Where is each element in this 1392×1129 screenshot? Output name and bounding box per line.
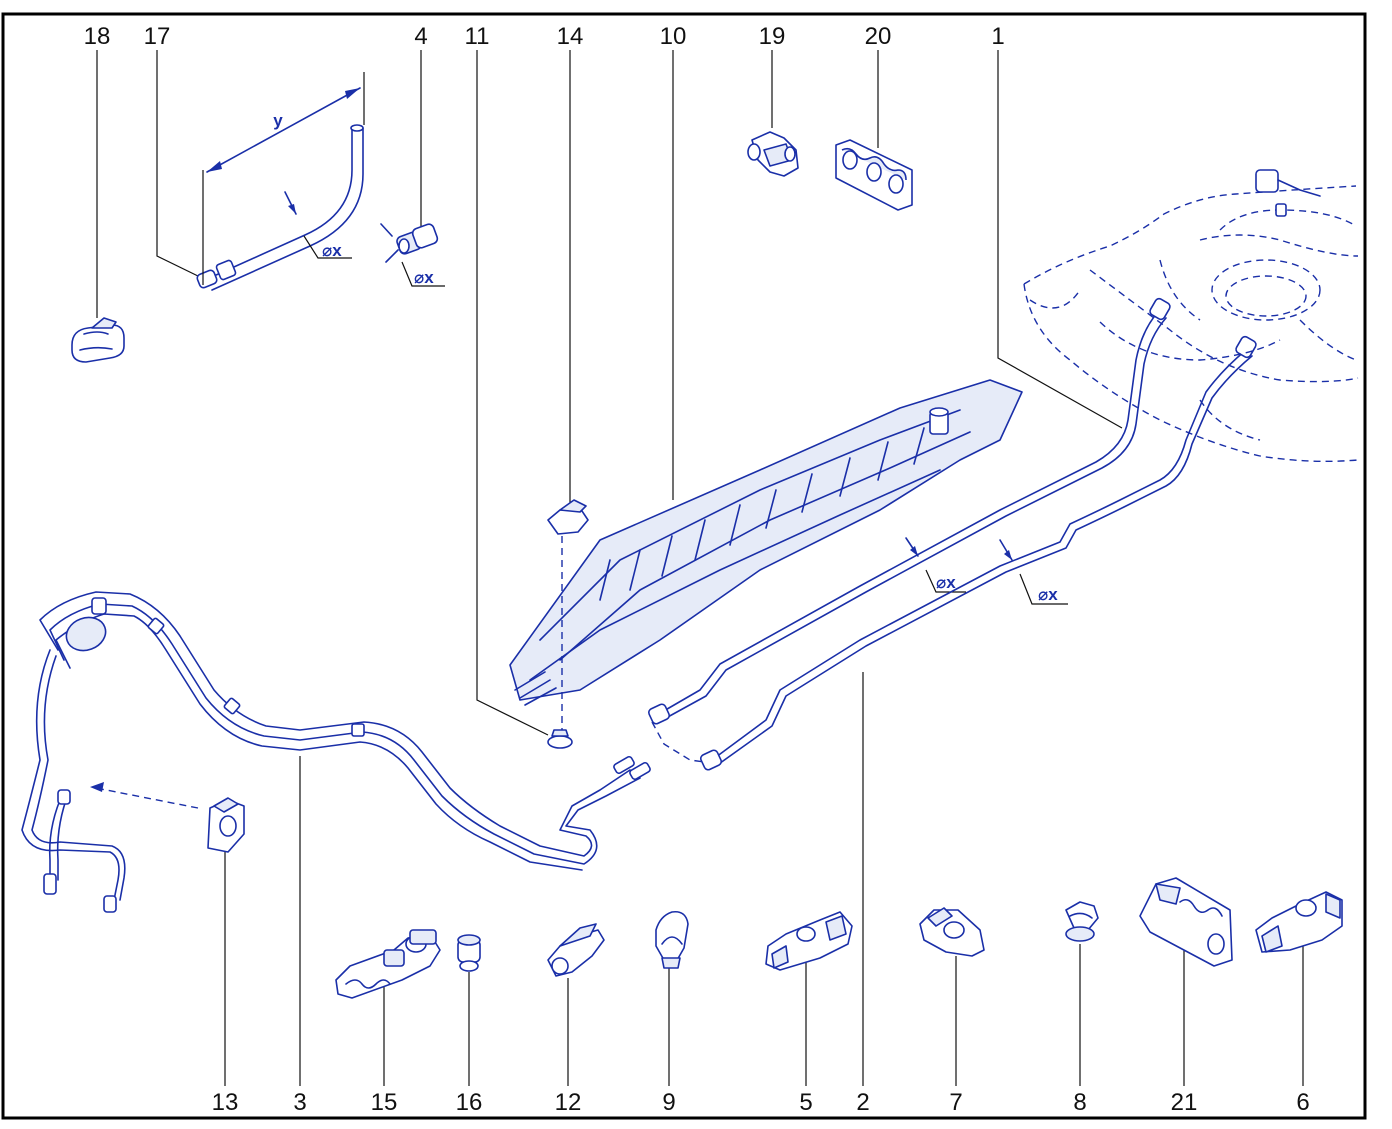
part-3-pipe-assembly bbox=[21, 591, 651, 913]
callout-6: 6 bbox=[1296, 1089, 1309, 1116]
part-17-bent-pipe: y ⌀x bbox=[196, 72, 365, 291]
dimension-y-label: y bbox=[273, 111, 283, 130]
part-21-multi-clip bbox=[1139, 877, 1233, 967]
part-15-multi-clip bbox=[335, 929, 441, 999]
callout-7: 7 bbox=[949, 1089, 962, 1116]
callout-1: 1 bbox=[991, 23, 1004, 50]
callout-12: 12 bbox=[555, 1089, 582, 1116]
part-1-fuel-pipe: ⌀x bbox=[647, 297, 1171, 725]
callout-3: 3 bbox=[293, 1089, 306, 1116]
part-14-clip bbox=[547, 499, 589, 535]
callout-11: 11 bbox=[465, 23, 490, 50]
part-13-arrow bbox=[95, 787, 199, 809]
callout-13: 13 bbox=[212, 1089, 239, 1116]
callout-8: 8 bbox=[1073, 1089, 1086, 1116]
callout-9: 9 bbox=[662, 1089, 675, 1116]
callout-16: 16 bbox=[456, 1089, 483, 1116]
part-18-clip bbox=[71, 317, 125, 363]
diameter-label-1: ⌀x bbox=[936, 573, 956, 592]
leader-lines bbox=[96, 50, 1304, 1086]
callout-18: 18 bbox=[84, 23, 111, 50]
diameter-label-17: ⌀x bbox=[322, 241, 342, 260]
part-11-nut bbox=[547, 729, 573, 749]
callout-5: 5 bbox=[799, 1089, 812, 1116]
part-6-clip bbox=[1255, 891, 1343, 953]
part-2-fuel-pipe: ⌀x bbox=[699, 335, 1257, 771]
part-7-clip bbox=[919, 907, 985, 957]
diagram-frame bbox=[1, 12, 1367, 1120]
callout-17: 17 bbox=[144, 23, 171, 50]
leader-1 bbox=[997, 50, 1123, 429]
callout-2: 2 bbox=[856, 1089, 869, 1116]
diameter-label-4: ⌀x bbox=[414, 268, 434, 287]
part-4-connector: ⌀x bbox=[380, 223, 445, 287]
part-20-clip bbox=[835, 139, 913, 211]
fuel-tank-outline bbox=[1023, 169, 1359, 463]
callout-20: 20 bbox=[865, 23, 892, 50]
part-10-shield bbox=[509, 379, 1023, 706]
leader-11 bbox=[476, 50, 549, 736]
callout-14: 14 bbox=[557, 23, 584, 50]
callout-19: 19 bbox=[759, 23, 786, 50]
part-9-clip bbox=[655, 910, 689, 969]
part-19-clip bbox=[747, 131, 799, 177]
part-8-clip bbox=[1065, 901, 1099, 942]
part-5-clip bbox=[765, 911, 853, 971]
leader-17 bbox=[156, 50, 201, 278]
callout-15: 15 bbox=[371, 1089, 398, 1116]
callout-21: 21 bbox=[1171, 1089, 1198, 1116]
connection-dashes bbox=[651, 721, 705, 763]
part-16-push-clip bbox=[457, 934, 481, 972]
callout-10: 10 bbox=[660, 23, 687, 50]
part-13-bracket bbox=[207, 797, 245, 853]
callout-4: 4 bbox=[414, 23, 427, 50]
diameter-label-2: ⌀x bbox=[1038, 585, 1058, 604]
part-12-clip bbox=[547, 923, 605, 977]
